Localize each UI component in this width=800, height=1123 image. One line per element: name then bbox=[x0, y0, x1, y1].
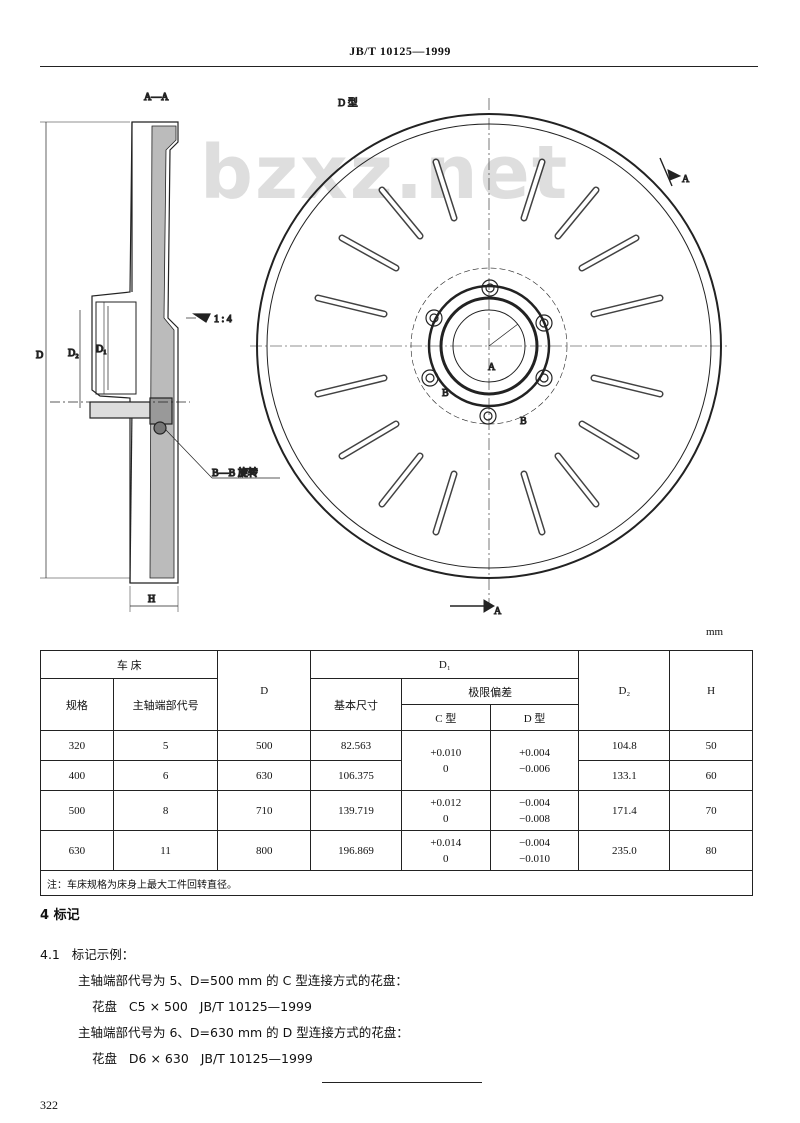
example-code-2: 花盘 D6 × 630 JB/T 10125—1999 bbox=[92, 1051, 313, 1066]
cell-dev-d: +0.004 −0.006 bbox=[489, 730, 580, 791]
watermark: bzxz.net bbox=[200, 130, 570, 216]
cell-h: 70 bbox=[669, 790, 753, 831]
dim-h-label: H bbox=[148, 594, 155, 605]
label-b1: B bbox=[442, 388, 449, 399]
dev-lower: −0.006 bbox=[519, 762, 551, 775]
header-h: H bbox=[669, 650, 753, 731]
cell-d2: 133.1 bbox=[578, 760, 671, 791]
table-row: 400 6 630 106.375 133.1 60 bbox=[40, 760, 753, 791]
header-d-type: D 型 bbox=[489, 704, 580, 731]
cell-dev-c: +0.010 0 bbox=[400, 730, 491, 791]
table-row: 500 8 710 139.719 +0.012 0 −0.004 −0.008… bbox=[40, 790, 753, 831]
unit-label: mm bbox=[706, 626, 724, 638]
dev-upper: +0.004 bbox=[519, 746, 551, 759]
table-row: 630 11 800 196.869 +0.014 0 −0.004 −0.01… bbox=[40, 830, 753, 871]
section-title: 4 标记 bbox=[40, 908, 80, 923]
dim-d1-label: D₁ bbox=[96, 344, 107, 355]
cell-spec: 320 bbox=[40, 730, 114, 761]
header-c-type: C 型 bbox=[400, 704, 491, 731]
table-row: 320 5 500 82.563 +0.010 0 +0.004 −0.006 … bbox=[40, 730, 753, 791]
example-code-1: 花盘 C5 × 500 JB/T 10125—1999 bbox=[92, 999, 312, 1014]
footer-rule bbox=[322, 1082, 482, 1083]
section-view-aa: A—A D D₂ D₁ 1 : 4 B—B 旋转 bbox=[35, 91, 280, 612]
bb-label: B—B 旋转 bbox=[212, 466, 258, 479]
cell-dev-d: −0.004 −0.010 bbox=[489, 830, 580, 871]
header-d1: D₁ bbox=[310, 650, 580, 679]
header-d2: D₂ bbox=[578, 650, 671, 731]
dev-upper: −0.004 bbox=[519, 836, 551, 849]
dev-upper: +0.012 bbox=[430, 796, 462, 809]
table-note: 注：车床规格为床身上最大工件回转直径。 bbox=[40, 870, 753, 896]
dev-upper: +0.014 bbox=[430, 836, 462, 849]
header-spec: 规格 bbox=[40, 678, 114, 731]
cell-code: 5 bbox=[112, 730, 219, 761]
dev-upper: +0.010 bbox=[430, 746, 462, 759]
cell-code: 11 bbox=[112, 830, 219, 871]
view-label: D 型 bbox=[338, 96, 358, 109]
label-b2: B bbox=[520, 416, 527, 427]
page-header: JB/T 10125—1999 bbox=[349, 44, 451, 58]
cell-d: 800 bbox=[217, 830, 312, 871]
cell-basic: 139.719 bbox=[310, 790, 402, 831]
dim-d2-label: D₂ bbox=[68, 348, 79, 359]
cell-spec: 500 bbox=[40, 790, 114, 831]
page-number: 322 bbox=[40, 1098, 58, 1112]
dev-lower: −0.008 bbox=[519, 812, 551, 825]
cell-h: 80 bbox=[669, 830, 753, 871]
cell-d2: 235.0 bbox=[578, 830, 671, 871]
dev-lower: 0 bbox=[443, 762, 449, 775]
dev-upper: −0.004 bbox=[519, 796, 551, 809]
taper-label: 1 : 4 bbox=[214, 314, 232, 325]
technical-drawing: A—A D D₂ D₁ 1 : 4 B—B 旋转 bbox=[35, 91, 728, 618]
arrow-a-bottom: A bbox=[494, 606, 502, 617]
header-limit: 极限偏差 bbox=[400, 678, 580, 705]
cell-code: 8 bbox=[112, 790, 219, 831]
cell-d: 500 bbox=[217, 730, 312, 761]
header-d: D bbox=[217, 650, 312, 731]
cell-basic: 82.563 bbox=[310, 730, 402, 761]
arrow-a-top: A bbox=[682, 174, 690, 185]
cell-dev-d: −0.004 −0.008 bbox=[489, 790, 580, 831]
header-rule bbox=[40, 66, 758, 67]
cell-d: 630 bbox=[217, 760, 312, 791]
cell-spec: 400 bbox=[40, 760, 114, 791]
cell-d2: 171.4 bbox=[578, 790, 671, 831]
center-label: A bbox=[488, 362, 496, 373]
section-label: A—A bbox=[144, 92, 169, 103]
example-line-1: 主轴端部代号为 5、D=500 mm 的 C 型连接方式的花盘： bbox=[78, 973, 408, 988]
dim-d-label: D bbox=[36, 350, 43, 361]
face-view: D 型 A bbox=[250, 96, 728, 618]
subsection-title: 4.1 标记示例： bbox=[40, 947, 135, 962]
header-spindle: 主轴端部代号 bbox=[112, 678, 219, 731]
header-basic: 基本尺寸 bbox=[310, 678, 402, 731]
cell-spec: 630 bbox=[40, 830, 114, 871]
example-line-2: 主轴端部代号为 6、D=630 mm 的 D 型连接方式的花盘： bbox=[78, 1025, 409, 1040]
dev-lower: 0 bbox=[443, 812, 449, 825]
cell-basic: 106.375 bbox=[310, 760, 402, 791]
dev-lower: −0.010 bbox=[519, 852, 551, 865]
cell-code: 6 bbox=[112, 760, 219, 791]
cell-d: 710 bbox=[217, 790, 312, 831]
spec-table: 车 床 D D₁ D₂ H 规格 主轴端部代号 基本尺寸 极限偏差 C 型 D … bbox=[39, 650, 753, 896]
cell-dev-c: +0.012 0 bbox=[400, 790, 491, 831]
cell-basic: 196.869 bbox=[310, 830, 402, 871]
header-lathe: 车 床 bbox=[39, 650, 219, 679]
cell-h: 50 bbox=[669, 730, 753, 761]
cell-h: 60 bbox=[669, 760, 753, 791]
dev-lower: 0 bbox=[443, 852, 449, 865]
cell-d2: 104.8 bbox=[578, 730, 671, 761]
cell-dev-c: +0.014 0 bbox=[400, 830, 491, 871]
